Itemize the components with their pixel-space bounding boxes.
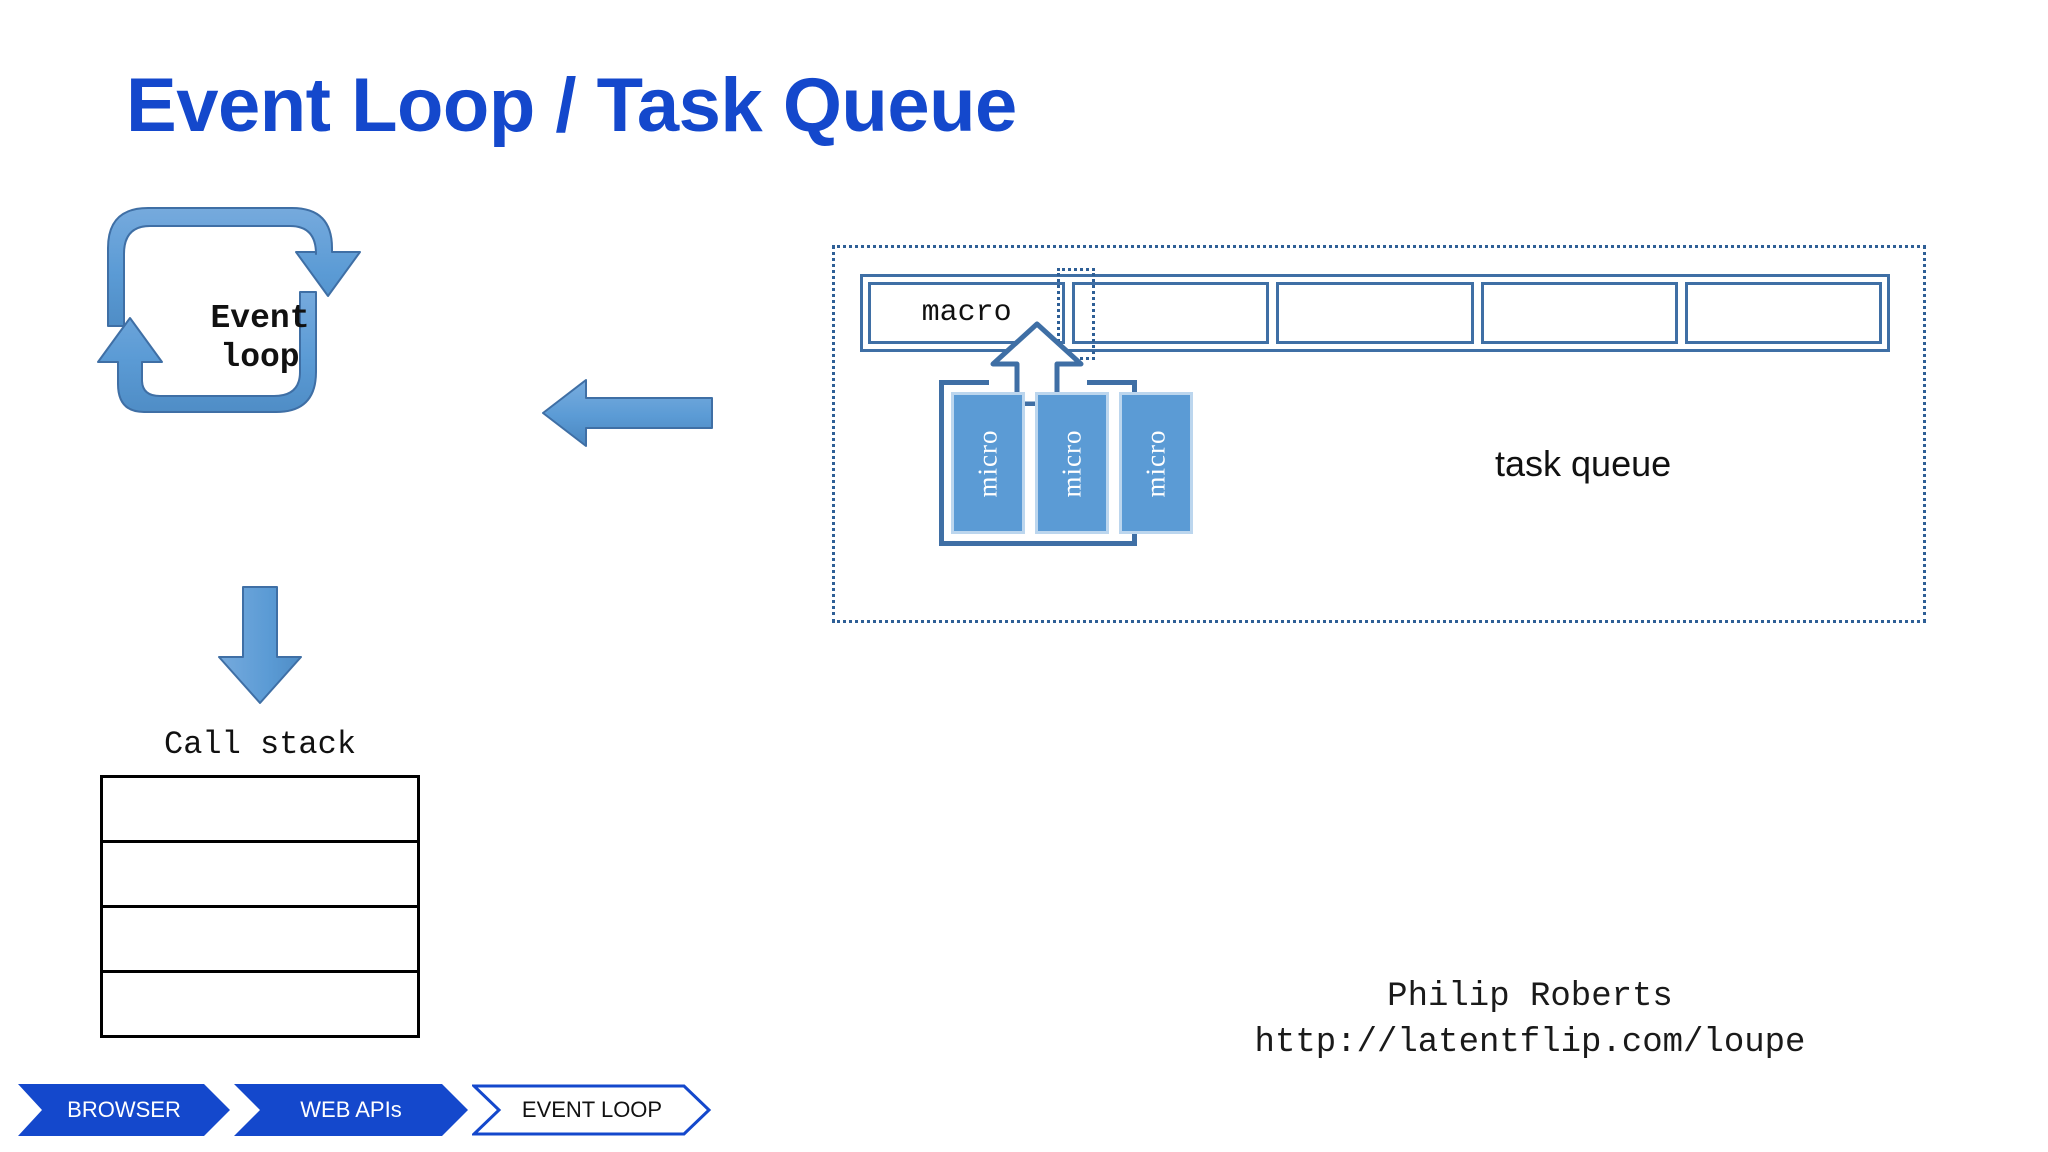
event-loop-label: Event loop <box>170 300 350 378</box>
task-queue-cell: macro <box>868 282 1066 344</box>
breadcrumb-item-label: WEB APIs <box>300 1097 402 1122</box>
task-queue-region: macro micro <box>832 245 1926 623</box>
call-stack-label: Call stack <box>163 726 357 763</box>
microtask-item: micro <box>1034 392 1109 534</box>
breadcrumb-item-browser[interactable]: BROWSER <box>18 1084 230 1136</box>
down-arrow-icon <box>218 586 302 704</box>
loop-to-callstack-arrow <box>205 585 315 705</box>
left-arrow-icon <box>542 379 713 447</box>
page-title: Event Loop / Task Queue <box>126 63 1017 148</box>
event-loop-label-line1: Event <box>210 300 310 337</box>
microtask-item-label: micro <box>972 429 1003 497</box>
chevron-shape-icon <box>234 1084 468 1136</box>
microtask-container-wall <box>939 541 1137 546</box>
microtask-item-label: micro <box>1140 429 1171 497</box>
call-stack <box>100 775 420 1038</box>
call-stack-frame <box>100 840 420 908</box>
microtask-item-label: micro <box>1056 429 1087 497</box>
task-queue-row: macro <box>860 274 1890 352</box>
breadcrumb-item-label: EVENT LOOP <box>521 1097 663 1122</box>
microtask-list: micro micro micro <box>951 392 1193 534</box>
call-stack-frame <box>100 775 420 843</box>
circular-loop-arrow-icon <box>97 207 361 413</box>
chevron-shape-icon <box>18 1084 230 1136</box>
attribution: Philip Roberts http://latentflip.com/lou… <box>1180 975 1880 1067</box>
microtask-item: micro <box>1118 392 1193 534</box>
queue-to-loop-arrow <box>540 374 715 452</box>
breadcrumb-item-web-apis[interactable]: WEB APIs <box>234 1084 468 1136</box>
task-queue-cell <box>1276 282 1474 344</box>
call-stack-frame <box>100 905 420 973</box>
breadcrumb: BROWSER WEB APIs EVENT LOOP <box>18 1084 716 1136</box>
task-queue-cell <box>1480 282 1678 344</box>
breadcrumb-item-event-loop[interactable]: EVENT LOOP <box>472 1084 712 1136</box>
task-queue-cell <box>1072 282 1270 344</box>
microtask-group: micro micro micro <box>939 320 1193 546</box>
attribution-author: Philip Roberts <box>1387 978 1673 1016</box>
chevron-shape-icon <box>472 1084 712 1136</box>
attribution-url: http://latentflip.com/loupe <box>1254 1023 1806 1062</box>
task-queue-label: task queue <box>1495 443 1672 484</box>
call-stack-frame <box>100 970 420 1038</box>
microtask-container-wall <box>1087 380 1137 385</box>
microtask-container-wall <box>939 380 944 546</box>
microtask-container-wall <box>939 380 989 385</box>
task-queue-cell <box>1684 282 1883 344</box>
event-loop-graphic: Event loop <box>40 180 440 490</box>
microtask-item: micro <box>951 392 1025 534</box>
microtask-container: micro micro micro <box>939 380 1193 546</box>
breadcrumb-item-label: BROWSER <box>67 1097 181 1122</box>
event-loop-label-line2: loop <box>220 338 300 376</box>
